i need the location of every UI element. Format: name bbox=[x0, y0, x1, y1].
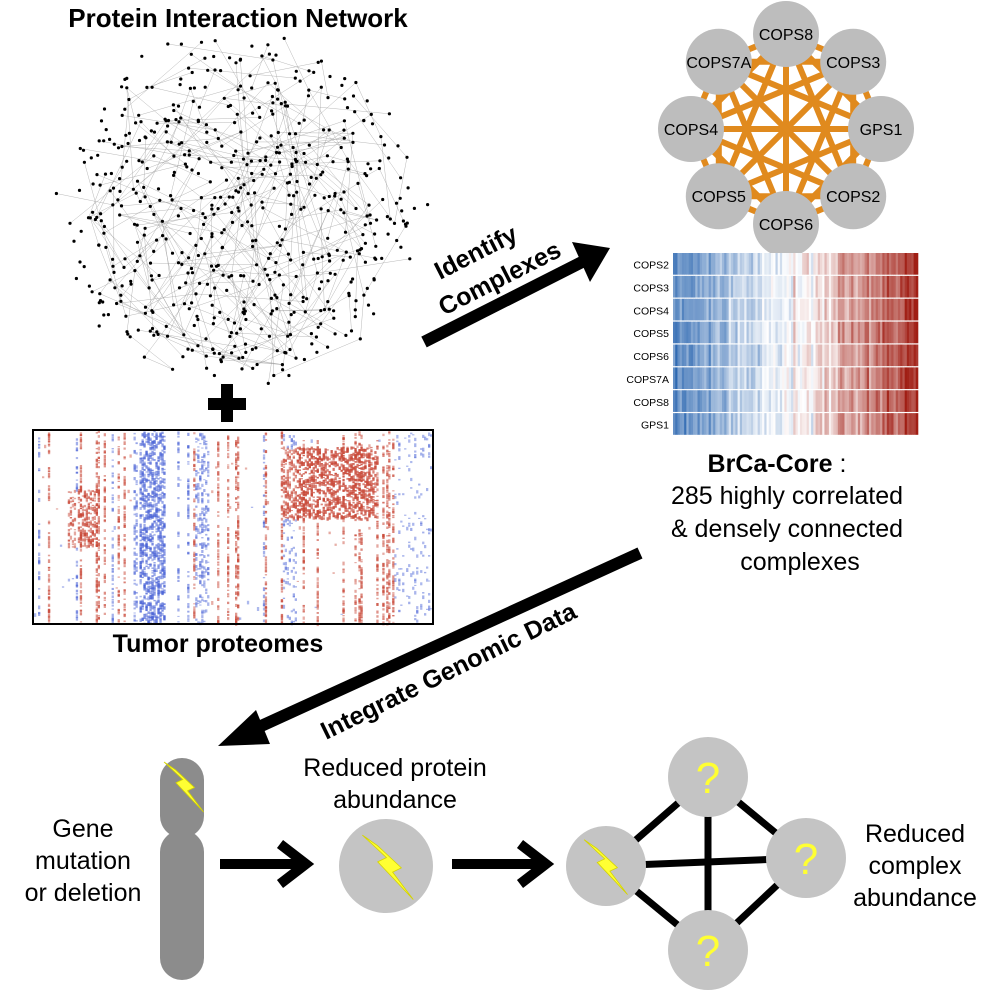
complex-node-label: COPS7A bbox=[686, 55, 751, 72]
question-mark: ? bbox=[696, 927, 720, 976]
complex-node-label: COPS8 bbox=[759, 27, 813, 44]
brca-name: BrCa-Core bbox=[708, 450, 833, 478]
lightning-bolt-icon bbox=[362, 834, 414, 900]
brca-line3: & densely connected bbox=[671, 515, 903, 543]
complex-line2: complex bbox=[868, 852, 962, 880]
heatmap-row bbox=[673, 390, 919, 412]
heatmap-row bbox=[673, 344, 919, 367]
lightning-bolt-icon bbox=[583, 839, 628, 895]
protein-interaction-network bbox=[54, 36, 430, 385]
brca-heading: BrCa-Core : bbox=[708, 450, 847, 478]
proteomes-title: Tumor proteomes bbox=[113, 630, 324, 658]
heatmap-row-label: COPS6 bbox=[633, 351, 669, 363]
complex-node-label: GPS1 bbox=[860, 122, 903, 139]
heatmap-row-label: COPS4 bbox=[633, 305, 669, 317]
gene-line1: Gene bbox=[52, 815, 113, 843]
heatmap-row bbox=[673, 321, 919, 344]
heatmap-row-label: COPS8 bbox=[633, 397, 669, 409]
arrow-gene-to-protein bbox=[220, 840, 315, 888]
identify-complexes-arrow bbox=[421, 242, 610, 348]
complex-line1: Reduced bbox=[865, 820, 965, 848]
complex-node-gps1: GPS1 bbox=[848, 96, 914, 162]
question-mark: ? bbox=[696, 754, 720, 803]
proteomes-frame bbox=[32, 429, 434, 625]
brca-line2: 285 highly correlated bbox=[671, 482, 903, 510]
network-edges bbox=[56, 38, 410, 384]
complex-node-cops6: COPS6 bbox=[753, 191, 819, 257]
heatmap-row-label: COPS3 bbox=[633, 282, 669, 294]
complex-node-cops2: COPS2 bbox=[820, 163, 887, 230]
cartoon-node-top: ? bbox=[668, 737, 748, 817]
chromosome-icon bbox=[160, 758, 204, 980]
complex-cartoon: ??? bbox=[566, 737, 846, 990]
complex-node-label: COPS5 bbox=[692, 189, 746, 206]
question-mark: ? bbox=[794, 835, 818, 884]
complex-node-cops7a: COPS7A bbox=[685, 28, 752, 95]
heatmap-row-label: COPS2 bbox=[633, 260, 669, 272]
brca-colon: : bbox=[833, 450, 847, 478]
heatmap-row bbox=[673, 298, 919, 321]
brca-line4: complexes bbox=[740, 548, 860, 576]
arrow-protein-to-complex bbox=[452, 840, 555, 888]
heatmap-row bbox=[673, 413, 919, 435]
network-nodes bbox=[54, 36, 430, 385]
lightning-bolt-icon bbox=[163, 761, 204, 813]
heatmap-row-label: GPS1 bbox=[641, 420, 669, 432]
complex-node-label: COPS4 bbox=[664, 122, 718, 139]
complex-node-label: COPS2 bbox=[826, 189, 880, 206]
tumor-proteomes-heatmap bbox=[34, 431, 433, 627]
cartoon-node-bottom: ? bbox=[668, 910, 748, 990]
complex-node-label: COPS6 bbox=[759, 217, 813, 234]
protein-line2: abundance bbox=[333, 786, 457, 814]
gene-line3: or deletion bbox=[25, 879, 142, 907]
plus-icon bbox=[208, 384, 246, 422]
network-title: Protein Interaction Network bbox=[68, 3, 408, 33]
complex-line3: abundance bbox=[853, 884, 977, 912]
heatmap-row bbox=[673, 367, 919, 390]
complex-node-label: COPS3 bbox=[826, 55, 880, 72]
heatmap-row-label: COPS7A bbox=[626, 374, 669, 386]
cartoon-node-right: ? bbox=[766, 818, 846, 898]
gene-line2: mutation bbox=[35, 847, 131, 875]
complex-node-cops8: COPS8 bbox=[753, 1, 819, 67]
complex-node-cops5: COPS5 bbox=[685, 163, 752, 230]
complex-node-cops3: COPS3 bbox=[820, 28, 887, 95]
protein-line1: Reduced protein bbox=[303, 754, 486, 782]
heatmap-row-label: COPS5 bbox=[633, 328, 669, 340]
heatmap-row bbox=[673, 253, 919, 275]
integrate-genomic-data-arrow bbox=[218, 547, 643, 746]
complex-node-cops4: COPS4 bbox=[658, 96, 724, 162]
heatmap-row bbox=[673, 275, 919, 298]
